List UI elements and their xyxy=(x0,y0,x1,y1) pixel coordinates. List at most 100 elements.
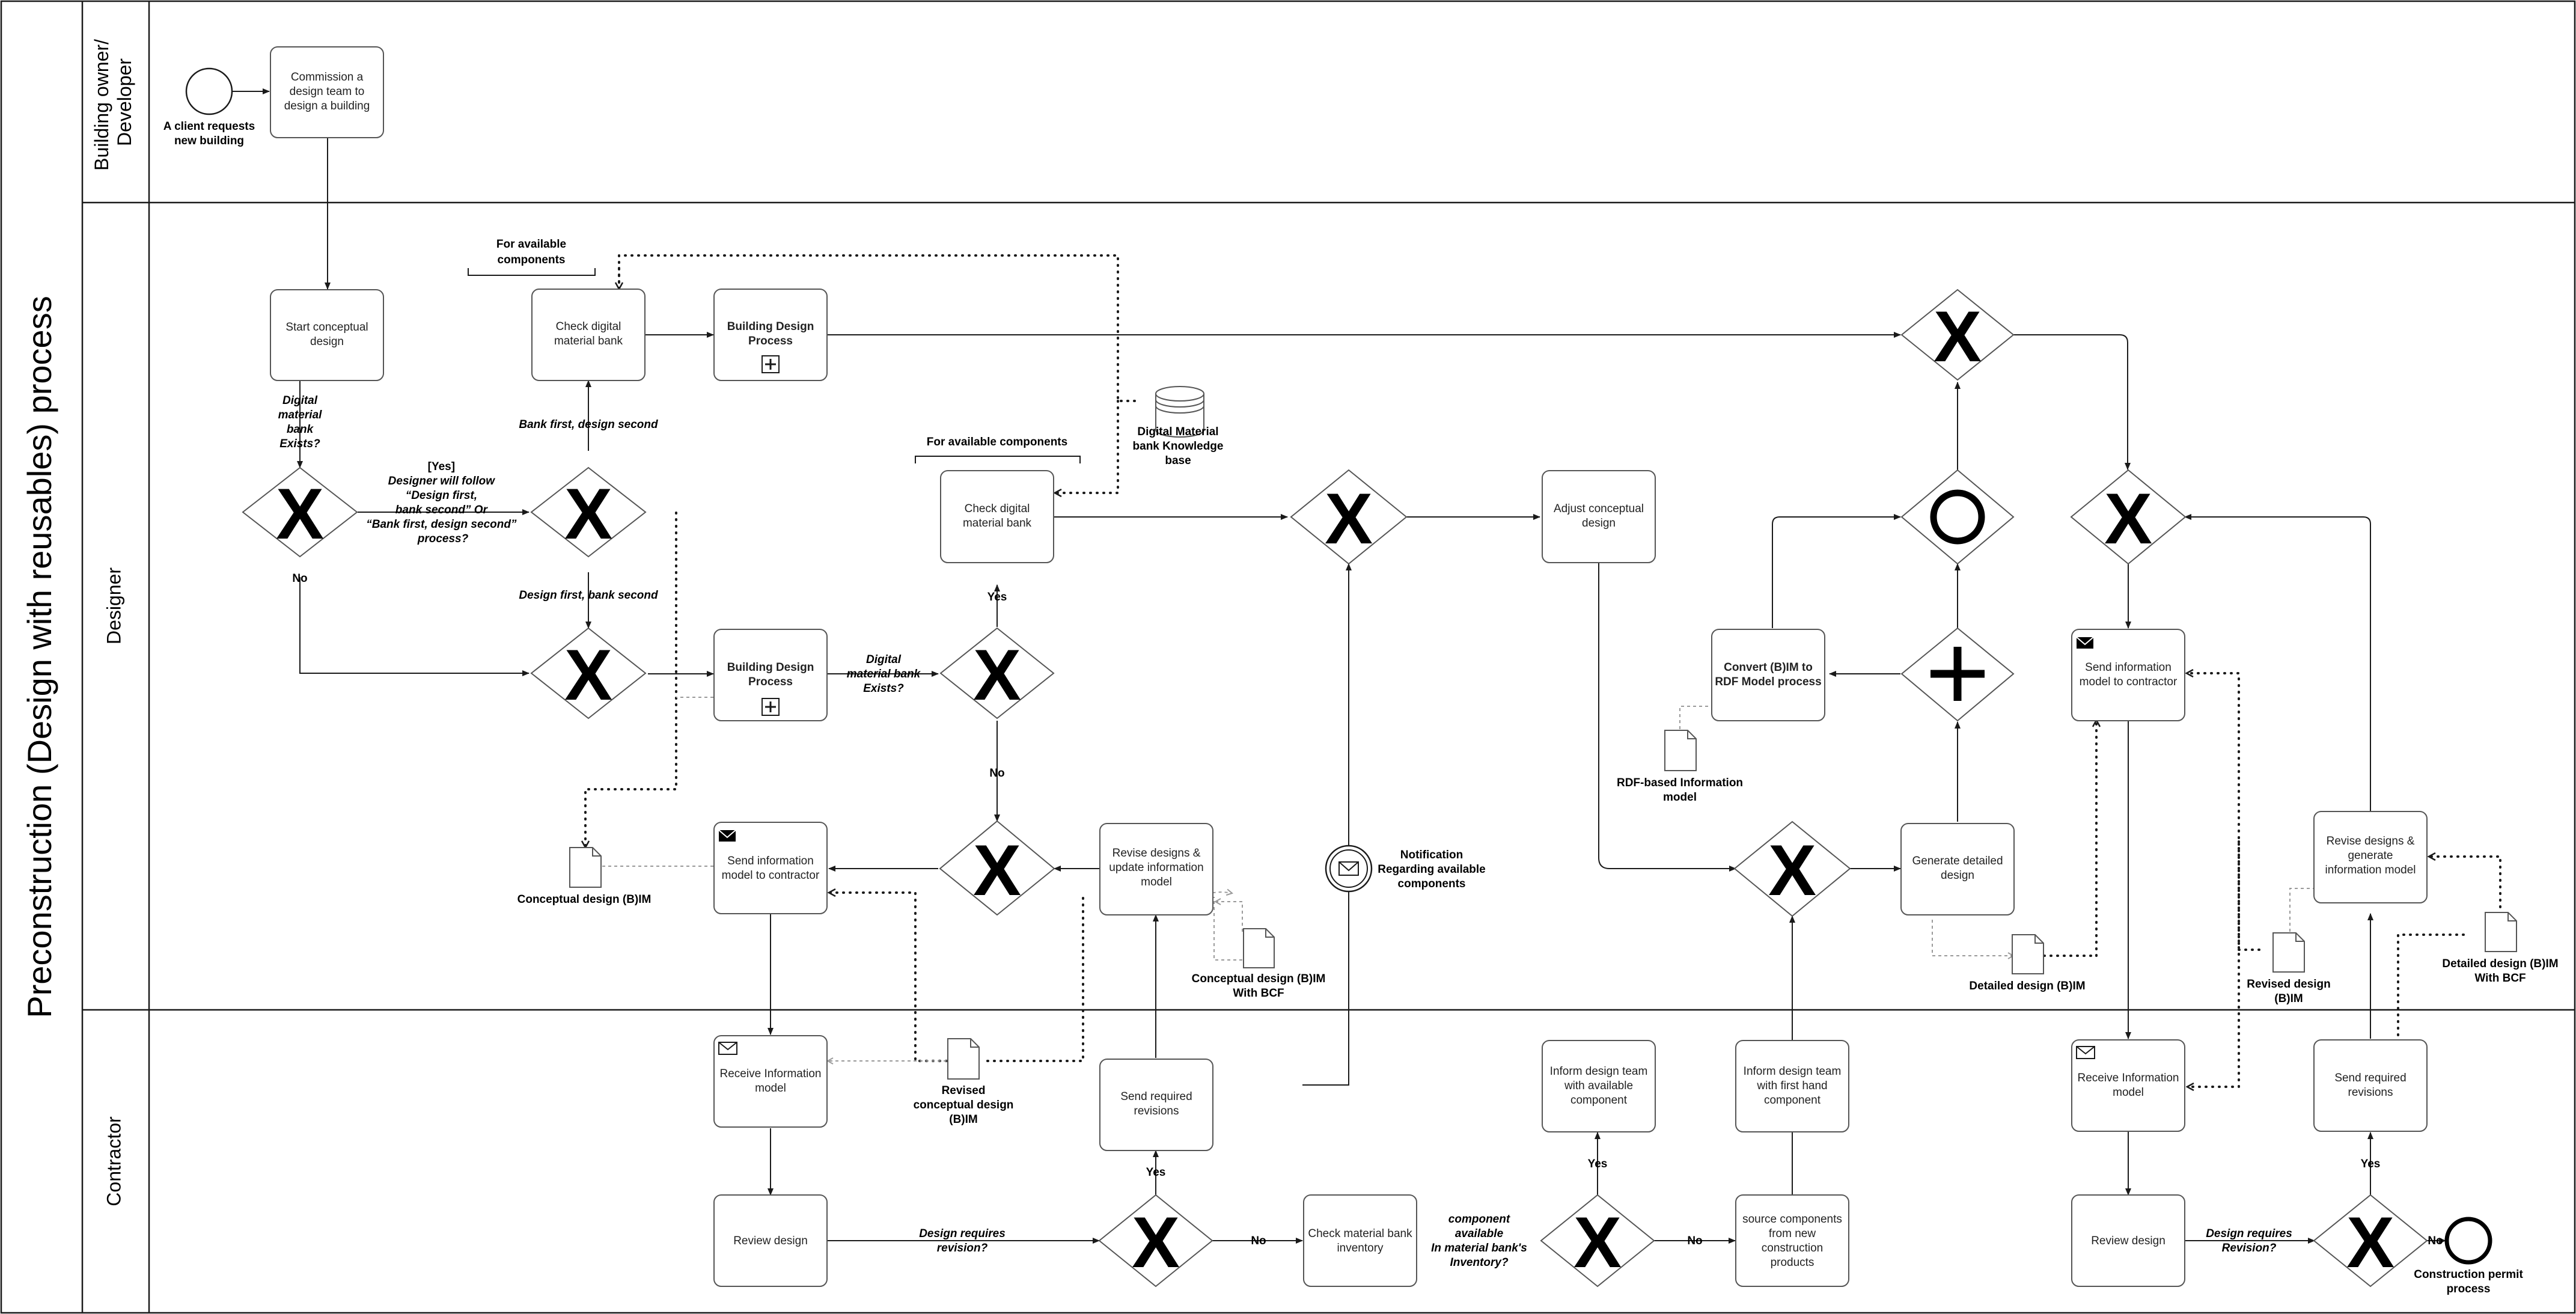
gateway-revision-1 xyxy=(1098,1194,1213,1288)
label-yes-5: Yes xyxy=(2361,1158,2381,1170)
label-yes-follow: [Yes] Designer will follow “Design first… xyxy=(366,460,520,545)
label-no-2: No xyxy=(989,767,1004,780)
label-design-first: Design first, bank second xyxy=(519,589,658,602)
data-revised-bim: Revised design(B)IM xyxy=(2247,932,2331,1005)
gateway-marker-7: X xyxy=(1934,296,1982,377)
sequence-flows xyxy=(233,88,2446,1244)
label-no-3: No xyxy=(1251,1235,1266,1247)
envelope-icon xyxy=(718,830,736,842)
gateway-marker-2: X xyxy=(564,474,612,554)
svg-text:Revised design(B)IM: Revised design(B)IM xyxy=(2247,978,2330,1005)
envelope-icon xyxy=(2076,637,2094,649)
lane-title-owner: Building owner/ Developer xyxy=(91,34,135,171)
gateway-marker-6: X xyxy=(1325,478,1373,559)
gateway-marker-8: X xyxy=(1768,830,1816,911)
lane-title-contractor: Contractor xyxy=(103,1116,124,1206)
gateway-marker-3: X xyxy=(564,635,612,715)
annotation-for-available-2: For available components xyxy=(915,436,1081,463)
lane-title-designer: Designer xyxy=(103,567,124,644)
svg-text:Review design: Review design xyxy=(2091,1235,2165,1247)
gateway-merge-send xyxy=(939,820,1055,916)
inclusive-marker xyxy=(1930,489,1985,545)
start-event[interactable] xyxy=(185,67,233,115)
gateway-revision-2 xyxy=(2313,1194,2428,1288)
dotted-flows xyxy=(585,254,2501,1087)
gateway-bank-exists-2 xyxy=(939,627,1055,720)
lane-owner-line2: Developer xyxy=(114,58,135,146)
label-no-5: No xyxy=(2428,1235,2443,1247)
gateway-available xyxy=(1540,1194,1655,1288)
envelope-icon xyxy=(2076,1046,2095,1059)
gateway-top-merge xyxy=(1900,289,2015,381)
gateway-detail-merge xyxy=(1733,820,1851,917)
svg-text:For available components: For available components xyxy=(927,436,1067,448)
task-review-2[interactable]: Review design xyxy=(2071,1194,2185,1287)
gateway-marker-12: X xyxy=(2346,1202,2394,1283)
gateway-marker-9: X xyxy=(2104,478,2152,559)
gateway-bank-exists-1 xyxy=(242,466,358,558)
label-yes-4: Yes xyxy=(1588,1158,1608,1170)
gateway-marker-10: X xyxy=(1132,1202,1180,1283)
bank-kb-to-check1 xyxy=(618,254,1142,402)
svg-text:Detailed design (B)IM: Detailed design (B)IM xyxy=(1969,980,2085,992)
gateways[interactable] xyxy=(242,289,2428,1288)
gateway-marker-4: X xyxy=(973,635,1021,715)
task-review-1[interactable]: Review design xyxy=(713,1194,828,1287)
label-no-1: No xyxy=(292,572,307,585)
parallel-marker xyxy=(1930,647,1985,701)
end-event[interactable] xyxy=(2444,1217,2492,1265)
notification-event[interactable] xyxy=(1325,845,1373,893)
